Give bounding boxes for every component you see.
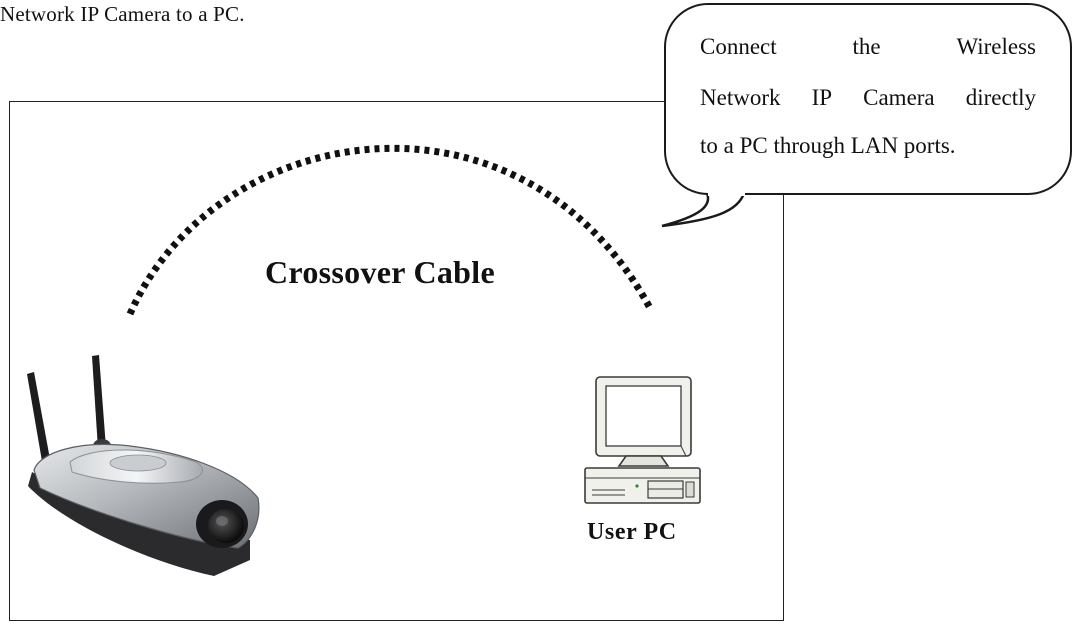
callout-word: Network [700, 85, 781, 110]
callout-line-2: Network IP Camera directly [700, 86, 1036, 109]
cable-label: Crossover Cable [265, 254, 495, 290]
callout-word: Camera [863, 85, 935, 110]
desktop-pc-icon [584, 376, 701, 504]
callout-line-1: Connect the Wireless [700, 35, 1036, 58]
callout-word: the [852, 34, 881, 59]
callout-tail [661, 190, 746, 228]
callout-word: IP [811, 85, 833, 110]
callout-word: Wireless [956, 34, 1036, 59]
callout-word: directly [965, 85, 1036, 110]
wireless-ip-camera-icon [27, 355, 260, 576]
intro-text: Network IP Camera to a PC. [0, 2, 245, 26]
callout-line-3: to a PC through LAN ports. [700, 133, 956, 158]
pc-label: User PC [587, 519, 677, 545]
callout-bubble [664, 3, 1072, 195]
callout-word: Connect [700, 34, 777, 59]
